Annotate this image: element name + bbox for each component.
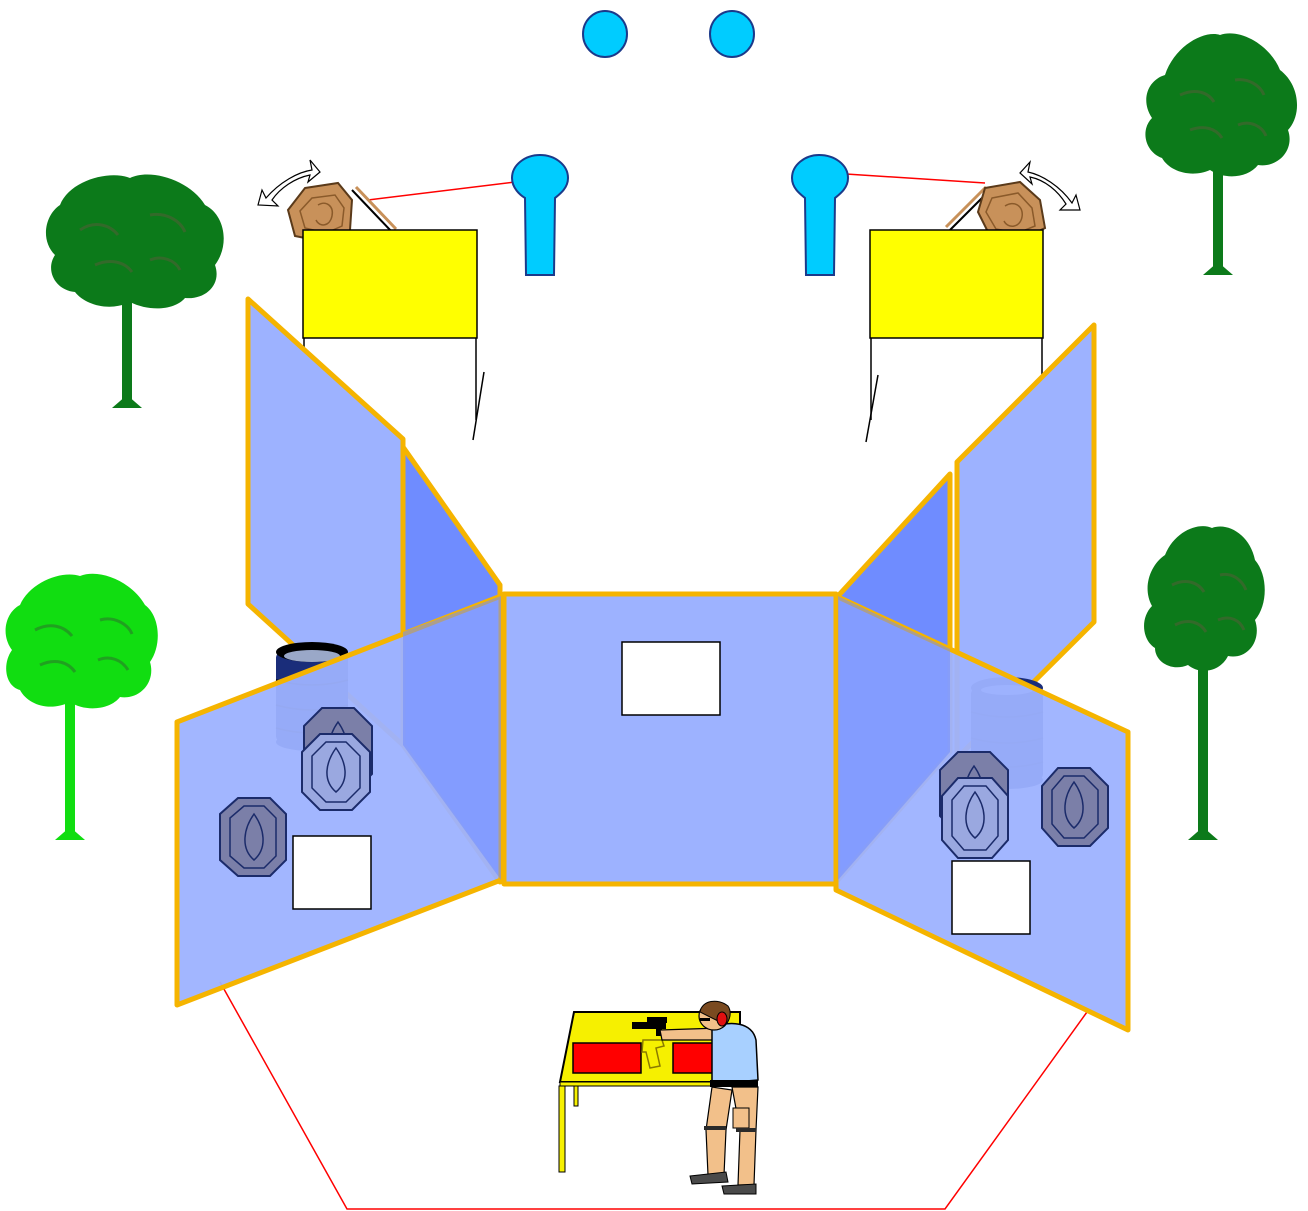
steel-target-left-low: [220, 798, 286, 876]
steel-target-right-front: [942, 778, 1008, 858]
wall-center: [504, 594, 836, 884]
tree-right-upper: [1145, 33, 1297, 275]
popper-near-left: [512, 155, 568, 275]
paper-target-left: [293, 836, 371, 909]
tree-left-upper: [46, 174, 224, 408]
tree-right-lower: [1144, 526, 1265, 840]
popper-near-right: [792, 155, 848, 275]
ear-protection-icon: [717, 1012, 727, 1026]
tree-left-lower: [6, 574, 158, 840]
table-box-left: [573, 1043, 641, 1073]
paper-target-center: [622, 642, 720, 715]
popper-far-left: [583, 11, 627, 57]
gun-icon: [632, 1022, 666, 1029]
activator-line-right: [846, 174, 985, 183]
popper-far-right: [710, 11, 754, 57]
steel-target-left-front: [302, 734, 370, 810]
steel-target-right-far: [1042, 768, 1108, 846]
paper-target-right: [952, 861, 1030, 934]
activator-line-left: [368, 182, 515, 200]
